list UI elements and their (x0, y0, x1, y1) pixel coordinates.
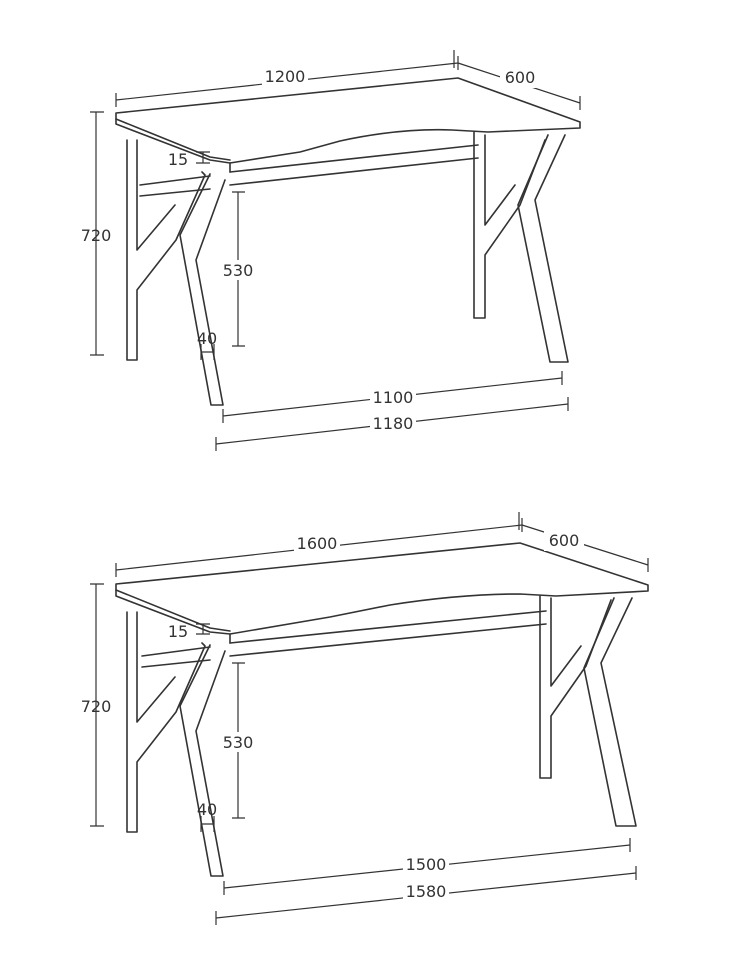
front-rail (229, 610, 547, 657)
tabletop-edge (115, 118, 231, 161)
height-label: 720 (81, 226, 112, 245)
left-front-leg (179, 644, 226, 877)
desk-drawing-1200 (115, 77, 581, 406)
knee-clearance-label: 530 (223, 733, 254, 752)
width-label: 1200 (265, 67, 306, 86)
depth-label: 600 (505, 68, 536, 87)
right-front-leg (583, 597, 637, 827)
inner-span-label: 1100 (373, 388, 414, 407)
left-back-leg (126, 139, 206, 361)
right-front-leg (517, 134, 569, 363)
depth-label: 600 (549, 531, 580, 550)
tabletop (115, 77, 581, 164)
tabletop (115, 542, 649, 635)
dimensions-1600: 1600 600 720 15 530 40 1500 1580 (81, 512, 649, 925)
inner-span-label: 1500 (406, 855, 447, 874)
left-front-leg (179, 173, 226, 406)
dimensions-1200: 1200 600 720 15 530 40 1100 1180 (81, 50, 581, 451)
left-back-leg (126, 611, 206, 833)
knee-clearance-label: 530 (223, 261, 254, 280)
height-label: 720 (81, 697, 112, 716)
leg-width-label: 40 (197, 800, 217, 819)
right-back-leg (473, 131, 546, 319)
desk-drawing-1600 (115, 542, 649, 877)
leg-width-label: 40 (197, 329, 217, 348)
leg-span-label: 1580 (406, 882, 447, 901)
width-label: 1600 (297, 534, 338, 553)
top-thickness-label: 15 (168, 622, 188, 641)
tabletop-edge (115, 589, 231, 632)
front-rail (229, 144, 479, 186)
top-thickness-label: 15 (168, 150, 188, 169)
leg-span-label: 1180 (373, 414, 414, 433)
